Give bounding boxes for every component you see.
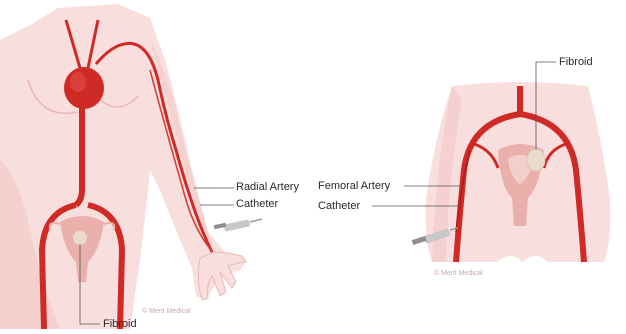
heart-highlight bbox=[70, 72, 86, 92]
syringe-icon bbox=[214, 219, 262, 232]
right-panel bbox=[372, 62, 610, 262]
label-catheter-right: Catheter bbox=[318, 200, 360, 212]
fibroid-mass-right bbox=[527, 149, 545, 171]
watermark-left: © Merit Medical bbox=[142, 308, 191, 315]
label-fibroid-left: Fibroid bbox=[103, 318, 137, 330]
label-femoral-artery: Femoral Artery bbox=[318, 180, 390, 192]
label-fibroid-right: Fibroid bbox=[559, 56, 593, 68]
hand bbox=[198, 252, 246, 300]
watermark-right: © Merit Medical bbox=[434, 270, 483, 277]
label-radial-artery: Radial Artery bbox=[236, 181, 299, 193]
fibroid-mass bbox=[73, 231, 87, 245]
left-panel bbox=[0, 4, 262, 329]
label-catheter-left: Catheter bbox=[236, 198, 278, 210]
